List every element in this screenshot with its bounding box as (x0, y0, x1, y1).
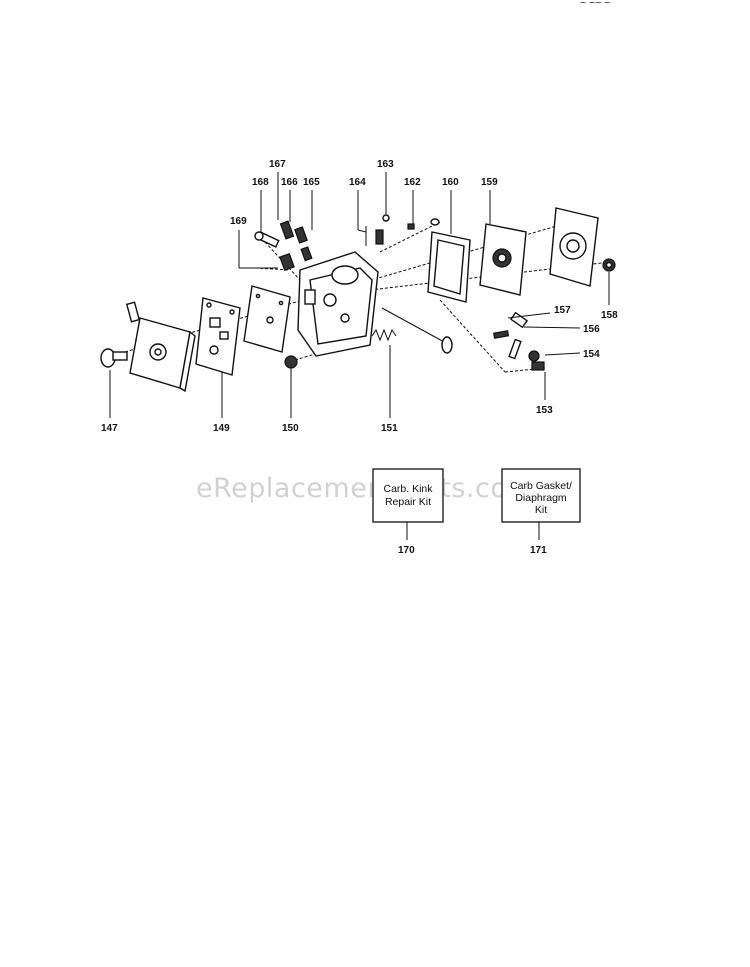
label-165: 165 (303, 177, 320, 188)
kit-171-line3: Kit (535, 504, 547, 516)
label-150: 150 (282, 423, 299, 434)
label-153: 153 (536, 405, 553, 416)
kit-171-line2: Diaphragm (515, 492, 567, 504)
label-162: 162 (404, 177, 421, 188)
leader-lines (109, 172, 610, 540)
label-149: 149 (213, 423, 230, 434)
label-167: 167 (269, 159, 286, 170)
kit-170-number: 170 (398, 545, 415, 556)
part-lever-group (493, 311, 545, 371)
part-151-needle (371, 307, 453, 354)
label-147: 147 (101, 423, 118, 434)
part-small-top (365, 214, 440, 246)
label-156: 156 (583, 324, 600, 335)
label-160: 160 (442, 177, 459, 188)
corner-text: ~ ~~ ~ (580, 0, 610, 9)
part-screws-upper (279, 220, 313, 272)
label-159: 159 (481, 177, 498, 188)
part-149-pump-body (195, 297, 241, 376)
label-157: 157 (554, 305, 571, 316)
part-147-inlet-cover (100, 301, 196, 393)
kit-170-line1: Carb. Kink (383, 483, 433, 495)
label-163: 163 (377, 159, 394, 170)
watermark: eReplacementParts.com (196, 473, 534, 504)
part-metering-cover (549, 207, 599, 287)
label-158: 158 (601, 310, 618, 321)
part-159-diaphragm (479, 223, 527, 296)
label-154: 154 (583, 349, 600, 360)
kit-171: Carb Gasket/ Diaphragm Kit 171 (501, 468, 581, 556)
label-168: 168 (252, 177, 269, 188)
part-150-plug (284, 355, 298, 369)
kit-170: Carb. Kink Repair Kit 170 (372, 468, 444, 556)
part-carburetor-body (297, 251, 379, 357)
label-166: 166 (281, 177, 298, 188)
kit-171-line1: Carb Gasket/ (510, 480, 572, 492)
kit-170-line2: Repair Kit (385, 496, 431, 508)
label-164: 164 (349, 177, 366, 188)
part-169-screw (254, 231, 280, 248)
kit-171-number: 171 (530, 545, 547, 556)
part-160-gasket (427, 231, 471, 303)
label-169: 169 (230, 216, 247, 227)
part-gasket-plate (243, 285, 291, 353)
part-number-labels: 147 149 150 151 153 154 156 157 158 159 … (101, 159, 618, 434)
part-158-screw (602, 258, 616, 272)
label-151: 151 (381, 423, 398, 434)
